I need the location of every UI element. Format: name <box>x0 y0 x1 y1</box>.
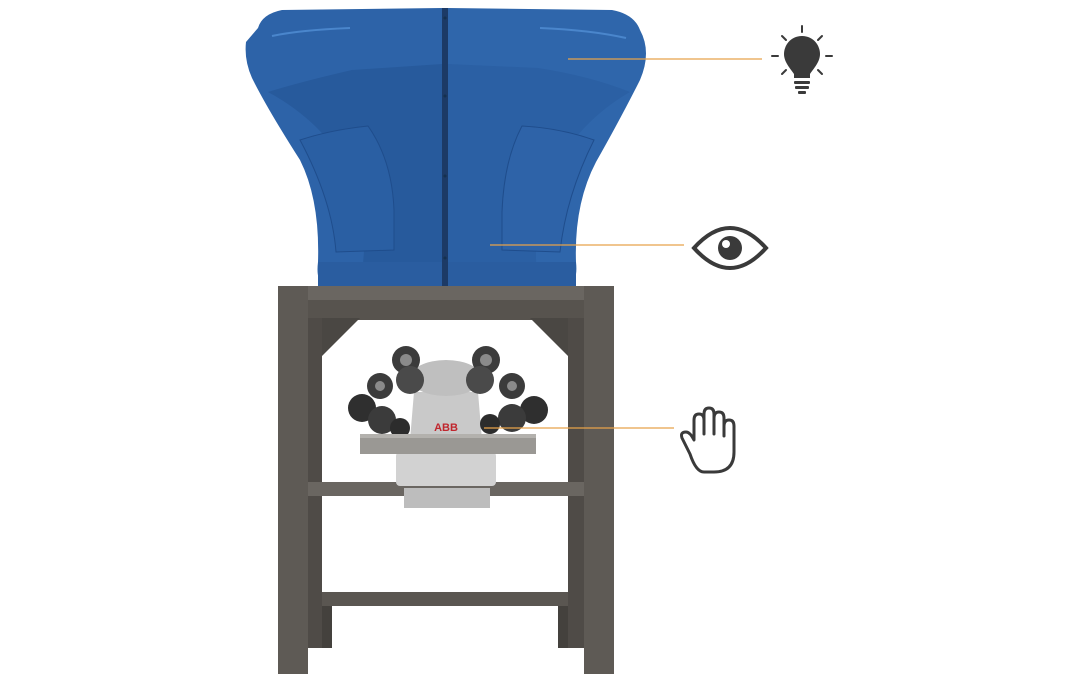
hood-center-seam <box>442 8 448 286</box>
eye-icon <box>691 226 769 270</box>
robot-arm-left <box>348 346 424 438</box>
hood-highlight-left <box>271 27 351 37</box>
hood-left-recess <box>299 125 395 253</box>
robot-arm-right <box>466 346 548 434</box>
dual-arm-robot: ABB <box>348 346 548 508</box>
frame-top-rail <box>278 286 614 300</box>
robot-shoulders <box>410 360 482 396</box>
hood-right-recess <box>501 125 595 253</box>
robot-base <box>404 488 490 508</box>
frame-lower-rail <box>322 592 568 606</box>
frame-leg-right-front <box>584 286 614 674</box>
hand-icon <box>680 406 736 474</box>
frame-leg-left-front <box>278 286 308 674</box>
robot-brand-label: ABB <box>434 422 458 434</box>
robot-torso <box>410 392 482 440</box>
seam-bolts <box>443 16 447 260</box>
work-table <box>360 436 536 454</box>
enclosure-hood <box>245 8 646 286</box>
support-frame <box>278 286 614 674</box>
frame-top-crossbar <box>300 300 590 320</box>
lightbulb-icon <box>771 25 833 94</box>
robot-pedestal <box>396 452 496 486</box>
frame-brace-right <box>530 318 568 356</box>
hood-highlight-right <box>539 27 627 39</box>
frame-brace-left <box>322 318 360 356</box>
leader-lines <box>484 58 762 429</box>
